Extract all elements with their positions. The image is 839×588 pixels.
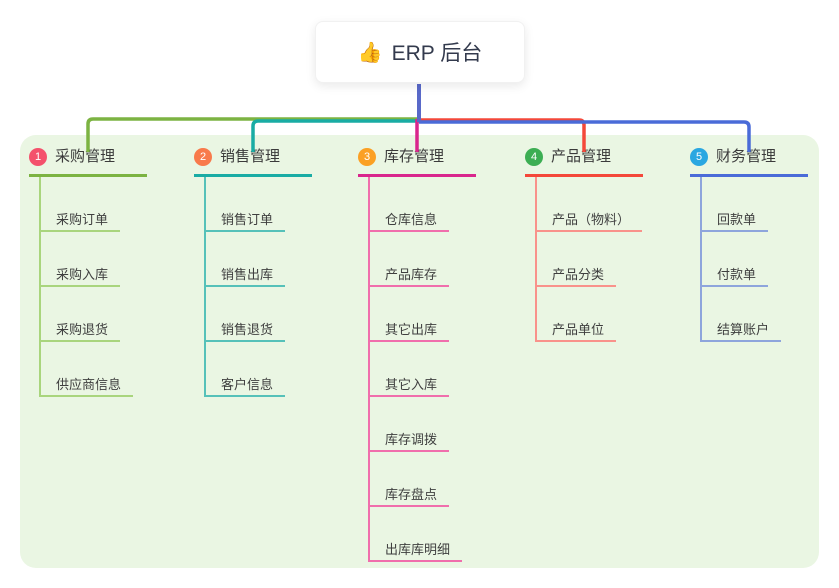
branch-label: 采购管理 — [55, 148, 116, 165]
branch-children: 采购订单 采购入库 采购退货 供应商信息 — [39, 177, 134, 397]
child-node[interactable]: 结算账户 — [702, 287, 782, 342]
child-node[interactable]: 采购订单 — [41, 177, 121, 232]
root-node-label: ERP 后台 — [391, 42, 483, 65]
branch-label: 财务管理 — [716, 148, 777, 165]
branch-node[interactable]: 1 采购管理 — [29, 147, 147, 177]
branch-children: 回款单 付款单 结算账户 — [700, 177, 782, 342]
child-node[interactable]: 销售订单 — [206, 177, 286, 232]
branch-number-badge: 4 — [525, 148, 543, 166]
mindmap-panel: 1 采购管理 采购订单 采购入库 采购退货 供应商信息 2 销售管理 销售订单 … — [20, 135, 819, 568]
child-node[interactable]: 客户信息 — [206, 342, 286, 397]
branch-label: 产品管理 — [551, 148, 612, 165]
branch-children: 仓库信息 产品库存 其它出库 其它入库 库存调拨 库存盘点 出库库明细 — [368, 177, 463, 562]
child-node[interactable]: 产品（物料） — [537, 177, 643, 232]
child-node[interactable]: 其它入库 — [370, 342, 450, 397]
branch-inventory-management: 3 库存管理 仓库信息 产品库存 其它出库 其它入库 库存调拨 库存盘点 出库库… — [358, 147, 518, 562]
branch-product-management: 4 产品管理 产品（物料） 产品分类 产品单位 — [525, 147, 685, 342]
child-node[interactable]: 产品单位 — [537, 287, 617, 342]
child-node[interactable]: 回款单 — [702, 177, 769, 232]
child-node[interactable]: 产品库存 — [370, 232, 450, 287]
child-node[interactable]: 供应商信息 — [41, 342, 134, 397]
root-node[interactable]: 👍 ERP 后台 — [315, 21, 525, 83]
child-node[interactable]: 出库库明细 — [370, 507, 463, 562]
branch-node[interactable]: 5 财务管理 — [690, 147, 808, 177]
child-node[interactable]: 付款单 — [702, 232, 769, 287]
branch-node[interactable]: 4 产品管理 — [525, 147, 643, 177]
branch-sales-management: 2 销售管理 销售订单 销售出库 销售退货 客户信息 — [194, 147, 354, 397]
branch-label: 销售管理 — [220, 148, 281, 165]
branch-label: 库存管理 — [384, 148, 445, 165]
thumbs-up-icon: 👍 — [357, 41, 383, 64]
branch-finance-management: 5 财务管理 回款单 付款单 结算账户 — [690, 147, 839, 342]
branch-number-badge: 2 — [194, 148, 212, 166]
child-node[interactable]: 销售出库 — [206, 232, 286, 287]
child-node[interactable]: 采购入库 — [41, 232, 121, 287]
child-node[interactable]: 仓库信息 — [370, 177, 450, 232]
child-node[interactable]: 产品分类 — [537, 232, 617, 287]
branch-purchase-management: 1 采购管理 采购订单 采购入库 采购退货 供应商信息 — [29, 147, 189, 397]
child-node[interactable]: 销售退货 — [206, 287, 286, 342]
branch-node[interactable]: 2 销售管理 — [194, 147, 312, 177]
branch-number-badge: 1 — [29, 148, 47, 166]
branch-number-badge: 5 — [690, 148, 708, 166]
branch-node[interactable]: 3 库存管理 — [358, 147, 476, 177]
child-node[interactable]: 库存盘点 — [370, 452, 450, 507]
child-node[interactable]: 其它出库 — [370, 287, 450, 342]
child-node[interactable]: 采购退货 — [41, 287, 121, 342]
branch-children: 销售订单 销售出库 销售退货 客户信息 — [204, 177, 286, 397]
branch-children: 产品（物料） 产品分类 产品单位 — [535, 177, 643, 342]
branch-number-badge: 3 — [358, 148, 376, 166]
child-node[interactable]: 库存调拨 — [370, 397, 450, 452]
